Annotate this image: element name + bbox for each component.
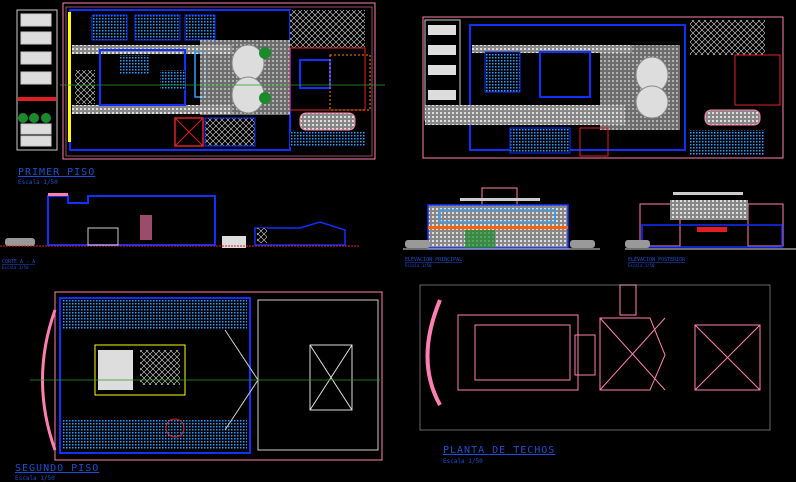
grid-outline: [62, 2, 376, 160]
dining-area: [290, 10, 365, 48]
elevacion-posterior-scale: Escala 1/50: [628, 263, 655, 268]
elevacion-posterior-title: ELEVACION POSTERIOR: [628, 257, 686, 263]
segundo-piso-plan: [30, 291, 383, 461]
primer-piso-scale: Escala 1/50: [18, 179, 58, 186]
segundo-piso-scale: Escala 1/50: [15, 475, 55, 482]
primer-piso-title: PRIMER PISO: [18, 167, 95, 178]
planta-techos-scale: Escala 1/50: [443, 458, 483, 465]
corte-scale: Escala 1/50: [2, 265, 29, 270]
segundo-piso-title: SEGUNDO PISO: [15, 463, 99, 474]
plan-copy-top-right: [422, 16, 784, 159]
corte-section: [0, 193, 360, 248]
parking-area: [16, 9, 58, 151]
elevacion-posterior-drawing: [625, 192, 796, 250]
planta-techos-plan: [419, 284, 771, 431]
corte-title: CORTE A - A: [2, 259, 35, 265]
planta-techos-title: PLANTA DE TECHOS: [443, 445, 555, 456]
elevacion-principal-scale: Escala 1/50: [405, 263, 432, 268]
elevacion-principal-title: ELEVACION PRINCIPAL: [405, 257, 462, 263]
elevacion-principal-drawing: [403, 187, 600, 250]
primer-piso-plan: [16, 2, 385, 160]
